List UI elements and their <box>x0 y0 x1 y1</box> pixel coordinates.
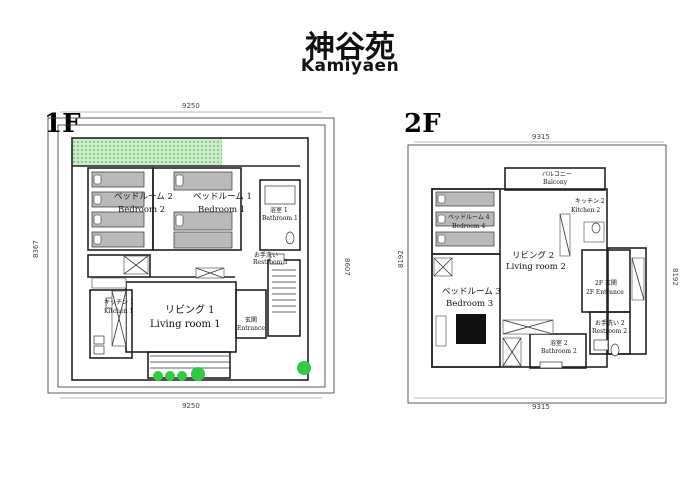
kitchen-2-label-en: Kitchen 2 <box>571 207 600 214</box>
restroom-2-label-jp: お手洗い 2 <box>595 319 625 327</box>
bedroom-1-label-jp: ベッドルーム 1 <box>193 192 252 202</box>
restroom-1-label-en: Restroom 1 <box>253 259 288 266</box>
bedroom-2-beds <box>91 171 145 248</box>
floor-1-label: 1F <box>44 109 81 139</box>
bedroom-3-bed <box>456 314 486 344</box>
entrance-2-label-jp: 2F 玄関 <box>595 279 617 287</box>
title-english: Kamiyaen <box>300 56 400 76</box>
floor-2-dim-top: 9315 <box>532 133 550 141</box>
floor-1-dim-top: 9250 <box>182 102 200 110</box>
entrance-1-label-en: Entrance <box>237 325 265 332</box>
bedroom-4-label-en: Bedroom 4 <box>452 223 485 230</box>
kitchen-2-label-jp: キッチン 2 <box>575 198 605 205</box>
bathroom-2-label-jp: 浴室 2 <box>550 339 568 347</box>
balcony-label-en: Balcony <box>543 179 568 186</box>
bedroom-2-label-jp: ベッドルーム 2 <box>114 192 173 202</box>
garden-plants <box>153 361 311 381</box>
floor-1-dim-left: 8367 <box>32 240 40 258</box>
entrance-1-label-jp: 玄関 <box>245 316 257 324</box>
bedroom-2-label-en: Bedroom 2 <box>118 205 165 215</box>
bedroom-4-label-jp: ベッドルーム 4 <box>448 214 490 221</box>
bedroom-1-beds <box>173 171 233 249</box>
floor-2-label: 2F <box>404 109 441 139</box>
stairs-1f <box>272 269 296 313</box>
floor-1-plan: 1F 9250 9250 8367 8607 <box>32 102 351 410</box>
living-1-label-en: Living room 1 <box>150 319 221 330</box>
restroom-1-label-jp: お手洗い <box>254 251 278 259</box>
kitchen-1-label-en: Kitchen 1 <box>104 308 133 315</box>
floor-1-dim-bottom: 9250 <box>182 402 200 410</box>
bedroom-4-beds <box>435 191 495 247</box>
restroom-2-label-en: Restroom 2 <box>592 328 627 335</box>
bathroom-1-label-jp: 浴室 1 <box>270 206 288 214</box>
floor-2-dim-left: 8192 <box>397 250 405 268</box>
bedroom-3-label-jp: ベッドルーム 3 <box>442 287 501 297</box>
floor-1-dim-right: 8607 <box>343 258 351 276</box>
kitchen-1-label-jp: キッチン 1 <box>104 299 134 306</box>
living-1-label-jp: リビング 1 <box>165 303 215 316</box>
bathroom-2-label-en: Bathroom 2 <box>541 348 577 355</box>
living-2-label-en: Living room 2 <box>506 262 566 272</box>
bedroom-1-label-en: Bedroom 1 <box>198 205 245 215</box>
bedroom-3-label-en: Bedroom 3 <box>446 299 493 309</box>
balcony-label-jp: バルコニー <box>542 171 572 178</box>
entrance-2-label-en: 2F Entrance <box>586 289 624 296</box>
bathroom-1-label-en: Bathroom 1 <box>262 215 298 222</box>
floor-2-dim-right: 8192 <box>671 268 679 286</box>
floor-2-plan: 2F 9315 9315 8192 8192 <box>397 109 679 411</box>
title-japanese: 神谷苑 <box>305 30 395 65</box>
floor-2-dim-bottom: 9315 <box>532 403 550 411</box>
living-2-label-jp: リビング 2 <box>512 250 554 261</box>
